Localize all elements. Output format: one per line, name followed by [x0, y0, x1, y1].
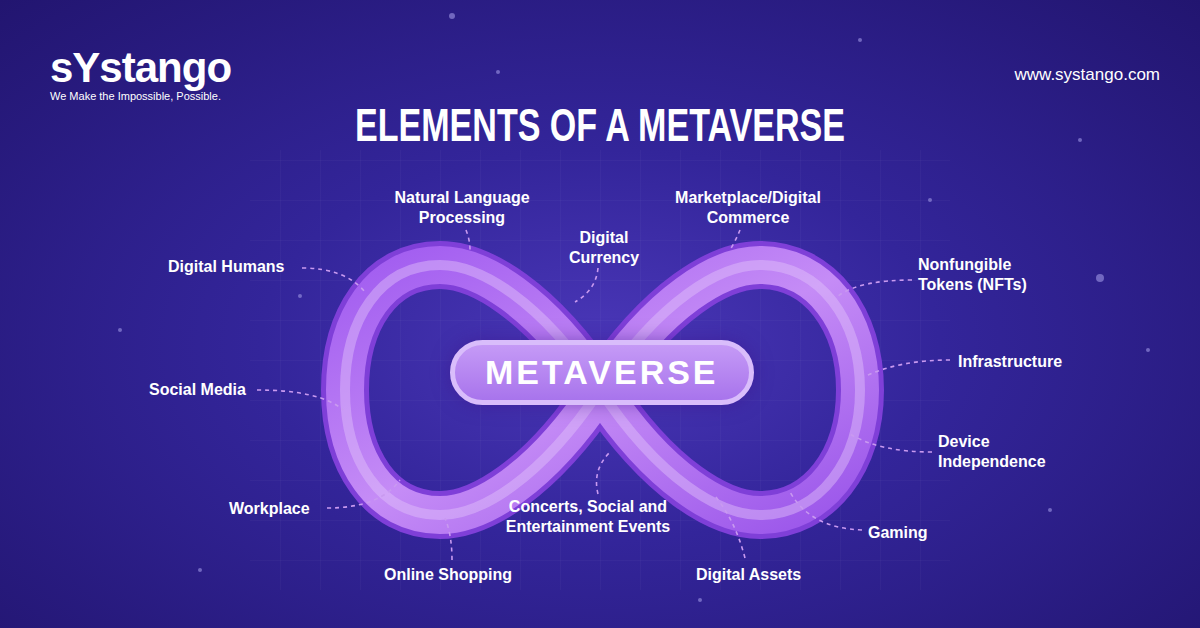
title: ELEMENTS OF A METAVERSE — [355, 98, 845, 152]
element-label: Gaming — [868, 523, 968, 543]
element-label: Digital Currency — [552, 228, 656, 268]
element-label: Online Shopping — [384, 565, 554, 585]
website-url: www.systango.com — [920, 64, 1160, 85]
element-label: Workplace — [229, 499, 329, 519]
element-label: Device Independence — [938, 432, 1078, 472]
tagline: We Make the Impossible, Possible. — [50, 90, 270, 103]
node-text: METAVERSE — [485, 353, 719, 392]
element-label: Infrastructure — [958, 352, 1118, 372]
element-label: Concerts, Social and Entertainment Event… — [490, 497, 686, 537]
logo-text: sYstango — [50, 42, 310, 93]
element-label: Digital Assets — [696, 565, 836, 585]
center-pill: METAVERSE — [450, 340, 754, 405]
element-label: Natural Language Processing — [377, 188, 547, 228]
element-label: Nonfungible Tokens (NFTs) — [918, 255, 1068, 295]
element-label: Digital Humans — [168, 257, 308, 277]
element-label: Marketplace/Digital Commerce — [653, 188, 843, 228]
element-label: Social Media — [149, 380, 269, 400]
title-row: ELEMENTS OF A METAVERSE — [0, 98, 1200, 152]
